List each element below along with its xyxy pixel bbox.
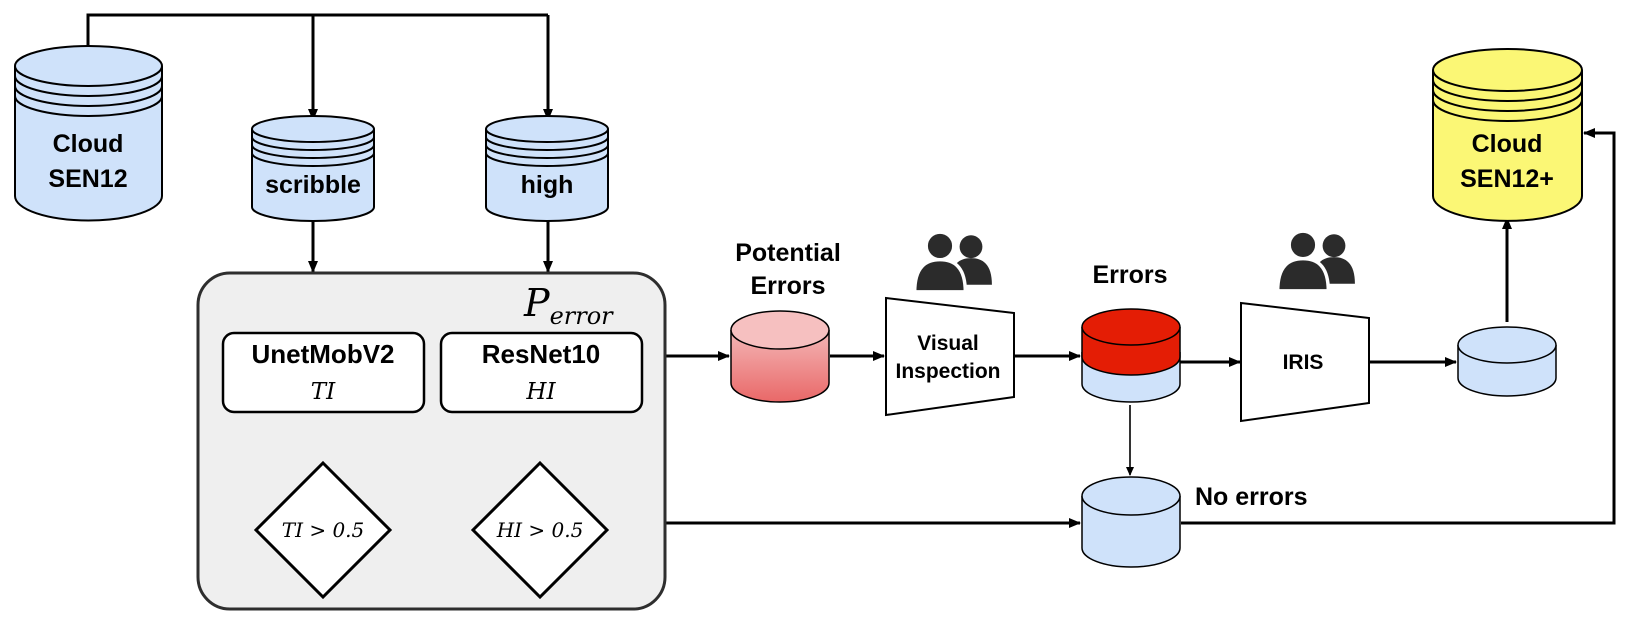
potential-errors: Potential Errors bbox=[730, 239, 841, 403]
model-unetmobv2-name: UnetMobV2 bbox=[252, 339, 395, 369]
errors-dataset: Errors bbox=[1081, 261, 1181, 403]
decision-resnet10: HI > 0.5 bbox=[470, 460, 610, 600]
decision-resnet10-condition: HI > 0.5 bbox=[496, 518, 584, 542]
dataset-scribble: scribble bbox=[251, 115, 375, 222]
no-errors-dataset: No errors bbox=[1081, 476, 1308, 568]
p-error-panel: Perror UnetMobV2 TI ResNet10 HI TI > 0.5… bbox=[196, 271, 667, 611]
dataset-cloudsen12-line1: Cloud bbox=[53, 130, 124, 158]
p-error-symbol: Perror bbox=[523, 281, 614, 330]
decision-unetmobv2: TI > 0.5 bbox=[253, 460, 393, 600]
dataset-scribble-label: scribble bbox=[265, 171, 361, 199]
dataset-high: high bbox=[485, 115, 609, 222]
model-resnet10-variable: HI bbox=[525, 379, 556, 405]
model-resnet10-name: ResNet10 bbox=[482, 339, 601, 369]
dataset-cloudsen12-line2: SEN12 bbox=[48, 165, 127, 193]
reviewers-icon-1 bbox=[912, 230, 992, 294]
dataset-cloudsen12-plus-line1: Cloud bbox=[1472, 130, 1543, 158]
reviewers-icon-2 bbox=[1275, 229, 1355, 293]
visual-inspection-line1: Visual bbox=[917, 332, 978, 355]
potential-errors-line2: Errors bbox=[750, 272, 825, 300]
model-resnet10: ResNet10 HI bbox=[439, 331, 644, 414]
dataset-cloudsen12-plus-line2: SEN12+ bbox=[1460, 165, 1554, 193]
errors-label: Errors bbox=[1092, 261, 1167, 289]
dataset-cloudsen12: Cloud SEN12 bbox=[14, 45, 163, 222]
decision-unetmobv2-condition: TI > 0.5 bbox=[282, 518, 365, 542]
model-unetmobv2: UnetMobV2 TI bbox=[221, 331, 426, 414]
corrected-dataset bbox=[1457, 326, 1557, 397]
visual-inspection-line2: Inspection bbox=[895, 360, 1000, 383]
dataset-high-label: high bbox=[521, 171, 574, 199]
no-errors-label: No errors bbox=[1195, 483, 1308, 511]
model-unetmobv2-variable: TI bbox=[311, 379, 336, 405]
dataset-cloudsen12-plus: Cloud SEN12+ bbox=[1432, 48, 1583, 222]
connector-source-to-branches bbox=[86, 13, 548, 55]
connector-no-errors-to-output bbox=[1181, 128, 1616, 525]
potential-errors-line1: Potential bbox=[735, 239, 841, 267]
visual-inspection: Visual Inspection bbox=[885, 296, 1015, 417]
iris-label: IRIS bbox=[1283, 351, 1324, 374]
iris-tool: IRIS bbox=[1240, 301, 1370, 423]
